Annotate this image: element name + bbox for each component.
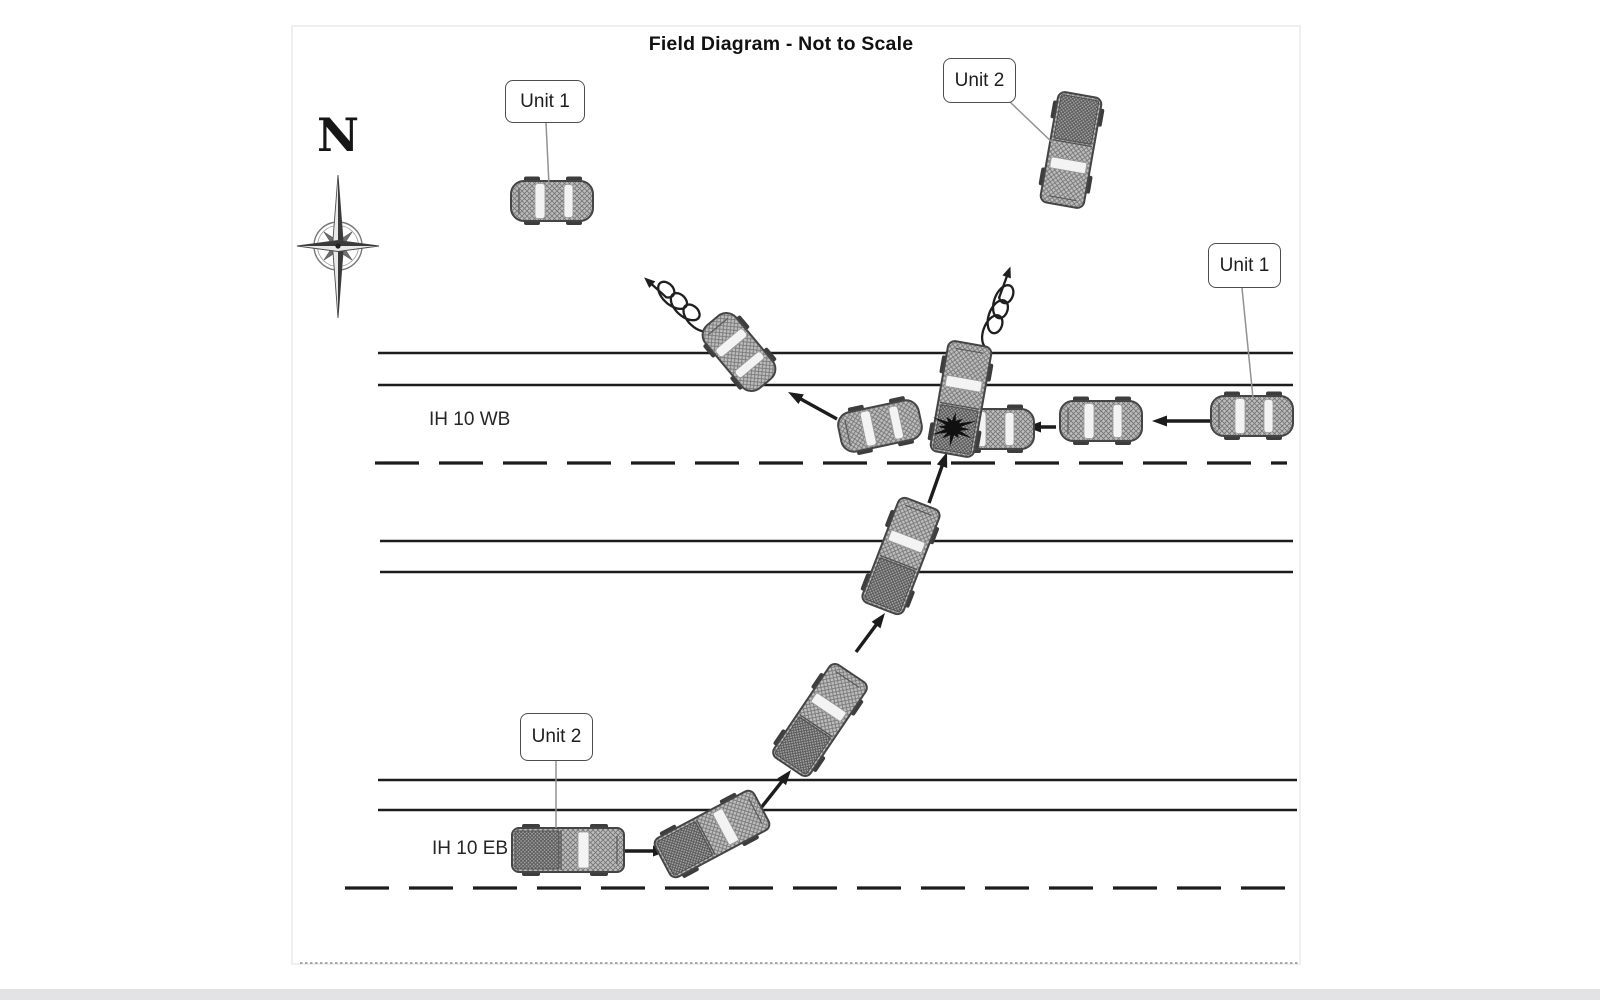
unit1-post-impact: [837, 396, 923, 455]
unit2-crossing-2: [860, 496, 941, 616]
unit2-final-rest: [1038, 91, 1105, 209]
unit-label-unit1-right: Unit 1: [1208, 243, 1281, 288]
trajectory-arrow: [927, 452, 948, 504]
unit2-lane-change: [653, 789, 771, 879]
diagram-page-border: [291, 25, 1301, 965]
unit2-crossing-1: [772, 662, 868, 778]
unit2-initial: [511, 824, 625, 876]
unit1-approach: [1059, 396, 1143, 445]
unit1-initial: [1210, 391, 1294, 440]
unit-label-unit2-bottomleft: Unit 2: [520, 713, 593, 761]
trajectory-arrow: [788, 392, 838, 421]
trajectory-arrow: [755, 770, 791, 815]
label-leader-line: [545, 122, 550, 186]
compass-north-label: N: [316, 108, 360, 162]
unit1-spin-path: [644, 277, 711, 333]
trajectory-arrow: [854, 613, 885, 654]
road-label-ih10-eb: IH 10 EB: [432, 838, 509, 859]
unit2-spin-path: [980, 266, 1015, 349]
unit1-final-rest: [510, 176, 594, 225]
bottom-gray-bar: [0, 989, 1600, 1000]
trajectory-arrow: [1152, 415, 1210, 427]
road-label-ih10-wb: IH 10 WB: [429, 409, 511, 430]
impact-point-star: [931, 412, 977, 448]
label-leader-line: [1241, 287, 1254, 399]
unit-label-unit2-topright: Unit 2: [943, 58, 1016, 103]
unit-label-unit1-topleft: Unit 1: [505, 80, 585, 123]
diagram-title: Field Diagram - Not to Scale: [648, 33, 914, 55]
compass-rose-icon: [296, 174, 380, 319]
label-leader-line: [1009, 101, 1057, 147]
unit1-spin: [701, 312, 777, 392]
